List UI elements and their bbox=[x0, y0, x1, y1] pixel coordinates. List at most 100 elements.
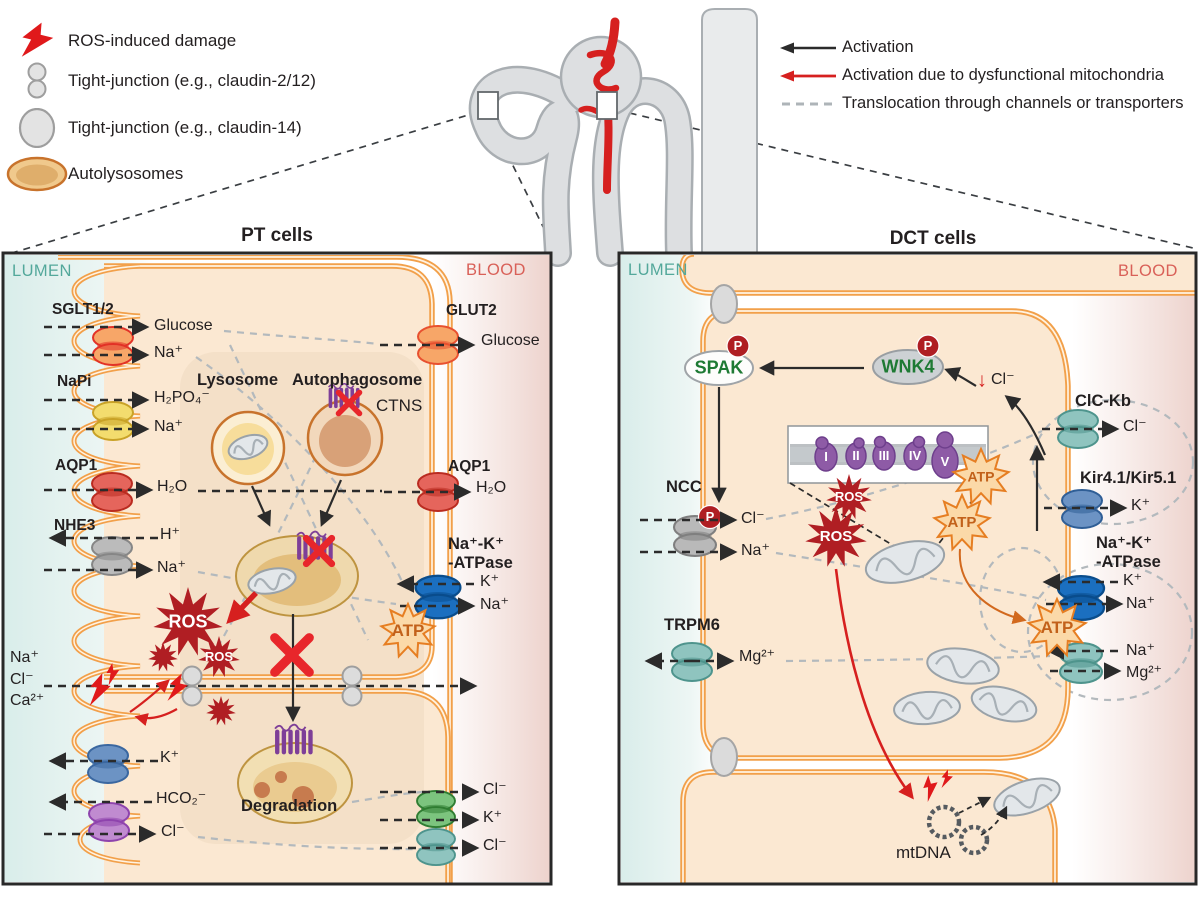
cl-baso2-label: Cl⁻ bbox=[483, 837, 507, 854]
k-nak-dct-label: K⁺ bbox=[1123, 572, 1143, 589]
aqp1-apical-channel bbox=[91, 472, 133, 512]
legend-label: Tight-junction (e.g., claudin-2/12) bbox=[68, 71, 316, 90]
na-para-label: Na⁺ bbox=[10, 649, 39, 666]
mitochondrion-icon bbox=[893, 690, 961, 726]
legend-item-activation: Activation bbox=[780, 38, 914, 57]
k-baso-label: K⁺ bbox=[483, 809, 503, 826]
glut2-channel bbox=[417, 325, 459, 365]
dct-tight-junctions bbox=[710, 284, 738, 777]
dct-membranes bbox=[679, 255, 1195, 883]
tight-junction-upper bbox=[710, 284, 738, 324]
red-arrow-icon bbox=[780, 69, 842, 83]
glucose-apical-label: Glucose bbox=[154, 317, 213, 334]
spak-label: SPAK bbox=[694, 357, 744, 378]
atp-burst-icon bbox=[1025, 596, 1089, 658]
ros-to-mtdna-arrow bbox=[834, 568, 914, 800]
pt-mitochondria bbox=[227, 433, 297, 595]
lysosome-label: Lysosome bbox=[197, 371, 279, 389]
atp-dct-3-label: ATP bbox=[1040, 618, 1074, 638]
ros-damage-bolt-icon bbox=[923, 775, 938, 802]
nak-dct-label-2: -ATPase bbox=[1096, 553, 1161, 571]
cl-para-label: Cl⁻ bbox=[10, 671, 34, 688]
legend-item-tj-large: Tight-junction (e.g., claudin-14) bbox=[6, 108, 302, 148]
mitochondrion-icon bbox=[227, 433, 269, 461]
dct-bursts bbox=[805, 446, 1089, 658]
na-nak-dct-label: Na⁺ bbox=[1126, 595, 1155, 612]
legend-label: Activation bbox=[842, 38, 914, 56]
pt-bursts bbox=[148, 587, 438, 726]
ros-burst-icon bbox=[805, 506, 867, 567]
hco2-label: HCO₂⁻ bbox=[156, 790, 207, 807]
legend-label: Autolysosomes bbox=[68, 164, 184, 183]
autophagosome bbox=[306, 399, 384, 477]
collecting-duct bbox=[701, 8, 758, 254]
legend-label: Activation due to dysfunctional mitochon… bbox=[842, 66, 1164, 84]
spak-node bbox=[684, 334, 754, 386]
ros-damage-bolt-icon bbox=[106, 663, 120, 686]
kir-label: Kir4.1/Kir5.1 bbox=[1080, 469, 1177, 487]
lysosome-to-autolysosome-arrow bbox=[250, 485, 271, 527]
na-napi-label: Na⁺ bbox=[154, 418, 183, 435]
nephron-diagram bbox=[468, 8, 758, 267]
pt-tight-junctions bbox=[181, 665, 363, 707]
ros-damage-arrow-1 bbox=[129, 679, 170, 713]
mtdna-ring-1 bbox=[926, 804, 962, 840]
legend-item-activation-mito: Activation due to dysfunctional mitochon… bbox=[780, 66, 1164, 85]
glucose-baso-label: Glucose bbox=[481, 332, 540, 349]
pt-title: PT cells bbox=[241, 225, 313, 247]
red-cross-icon bbox=[270, 633, 314, 677]
pt-blood-label: BLOOD bbox=[466, 261, 526, 279]
cl-ncc-label: Cl⁻ bbox=[741, 510, 765, 527]
ros-pt-1-label: ROS bbox=[168, 611, 208, 632]
mtdna-rings bbox=[926, 804, 990, 856]
ros-lightning-icon bbox=[6, 22, 68, 60]
pt-damage-bolts bbox=[89, 663, 188, 706]
dct-damage-bolts bbox=[923, 769, 953, 802]
aqp1-baso-label: AQP1 bbox=[448, 458, 491, 475]
k-channel-apical bbox=[87, 744, 129, 784]
dct-lumen-label: LUMEN bbox=[628, 261, 688, 279]
cl-apical-label: Cl⁻ bbox=[161, 823, 185, 840]
black-arrow-icon bbox=[780, 41, 842, 55]
h2o-baso-label: H₂O bbox=[476, 479, 507, 496]
nhe3-label: NHE3 bbox=[54, 517, 96, 534]
gray-dashed-icon bbox=[780, 97, 842, 111]
dct-lower-cell bbox=[683, 772, 1055, 883]
ros-damage-bolt-icon bbox=[167, 673, 188, 701]
k-nak-pt-label: K⁺ bbox=[480, 573, 500, 590]
dct-upper-cell bbox=[682, 255, 1195, 293]
cl-feedback-arrow-curve bbox=[1004, 395, 1047, 456]
ctns-label: CTNS bbox=[376, 396, 423, 415]
h-nhe3-label: H⁺ bbox=[160, 526, 180, 543]
membrane-protein-icon bbox=[274, 723, 313, 755]
nak-pt-label-1: Na⁺-K⁺ bbox=[448, 535, 504, 553]
mitochondrion-icon bbox=[926, 647, 1000, 685]
atp-pt-label: ATP bbox=[391, 621, 425, 641]
pt-panel bbox=[1, 251, 553, 886]
kcc-channel bbox=[416, 789, 456, 829]
legend-item-translocation: Translocation through channels or transp… bbox=[780, 94, 1184, 113]
lowcl-to-wnk4-arrow bbox=[944, 367, 977, 387]
aqp1-apical-label: AQP1 bbox=[55, 457, 98, 474]
pt-red-cross-marks bbox=[270, 389, 363, 677]
callout-box-pt bbox=[477, 91, 499, 120]
wnk4-label: WNK4 bbox=[881, 356, 935, 377]
ros-burst-icon bbox=[198, 636, 240, 678]
dct-blood-label: BLOOD bbox=[1118, 262, 1178, 280]
atp-transfer-arrow bbox=[958, 548, 1027, 625]
ros-burst-icon bbox=[826, 474, 872, 520]
dct-panel bbox=[617, 251, 1198, 886]
atp-dct-1-label: ATP bbox=[967, 468, 995, 485]
nak-dct-label-1: Na⁺-K⁺ bbox=[1096, 534, 1152, 552]
k-kir-label: K⁺ bbox=[1131, 497, 1151, 514]
atp-burst-icon bbox=[931, 492, 993, 552]
dct-mitochondria bbox=[864, 540, 1061, 817]
mitochondrion-icon bbox=[993, 777, 1061, 817]
ca-para-label: Ca²⁺ bbox=[10, 692, 45, 709]
trpm6-label: TRPM6 bbox=[664, 616, 720, 634]
na-ncc-label: Na⁺ bbox=[741, 542, 770, 559]
tight-junction-icon bbox=[181, 665, 203, 707]
legend-label: Translocation through channels or transp… bbox=[842, 94, 1184, 112]
ros-damage-bolt-icon bbox=[89, 673, 111, 706]
